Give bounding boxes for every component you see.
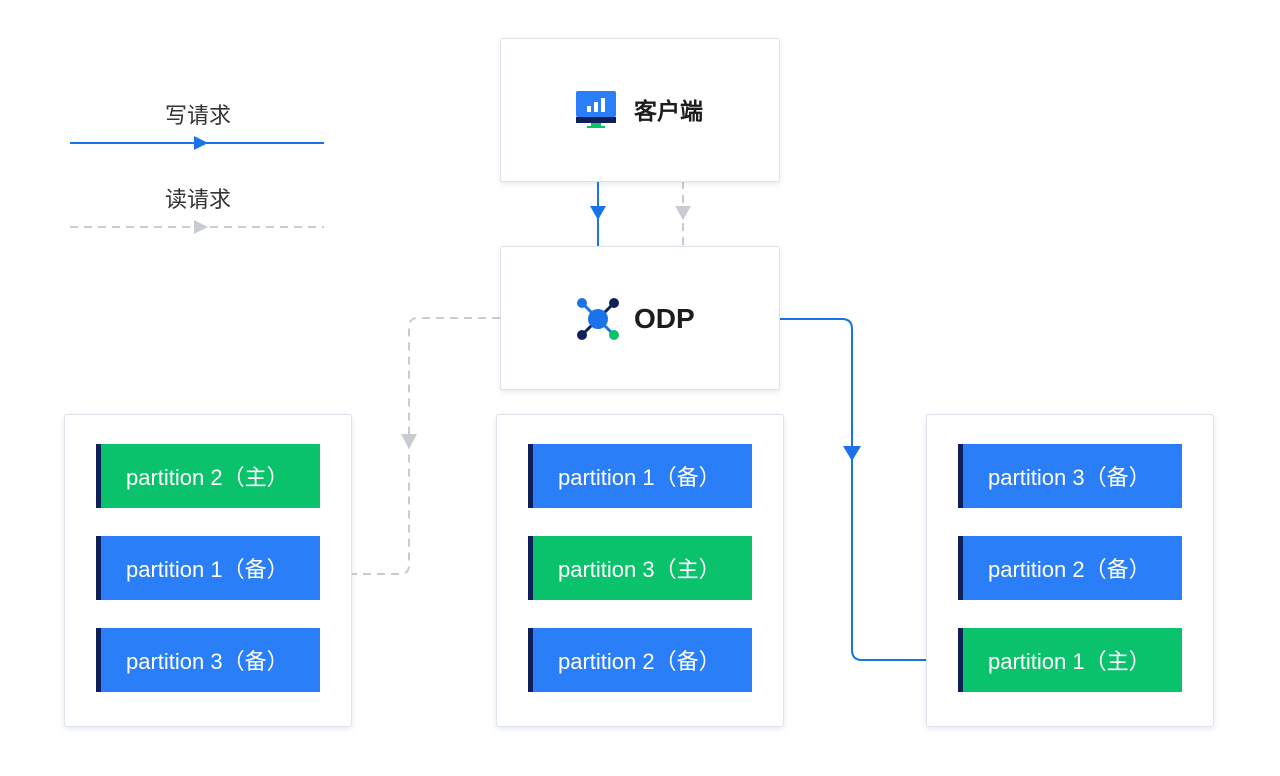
client-label: 客户端: [634, 98, 703, 124]
partition-block[interactable]: partition 2（备）: [528, 628, 752, 692]
partition-label: partition 3（备）: [988, 465, 1151, 490]
legend-write-label: 写请求: [164, 103, 231, 128]
legend-read-arrow: [194, 220, 208, 234]
partition-label: partition 2（备）: [558, 649, 721, 674]
odp-read-path: [326, 317, 500, 575]
odp-read-arrow: [401, 434, 417, 449]
monitor-icon: [576, 91, 616, 128]
odp-label: ODP: [634, 303, 695, 334]
network-hub-icon: [577, 298, 619, 340]
odp-node[interactable]: ODP: [500, 246, 780, 390]
odp-write-arrow: [843, 446, 861, 461]
partition-block[interactable]: partition 1（主）: [958, 628, 1182, 692]
partition-label: partition 3（主）: [558, 557, 721, 582]
odp-write-path: [780, 318, 962, 661]
partition-block[interactable]: partition 2（主）: [96, 444, 320, 508]
partition-block[interactable]: partition 3（备）: [958, 444, 1182, 508]
partition-label: partition 3（备）: [126, 649, 289, 674]
partition-block[interactable]: partition 1（备）: [528, 444, 752, 508]
partition-block[interactable]: partition 2（备）: [958, 536, 1182, 600]
partition-label: partition 1（主）: [988, 649, 1151, 674]
client-odp-read-arrow: [675, 206, 691, 220]
legend-write-arrow: [194, 136, 208, 150]
partition-block[interactable]: partition 3（主）: [528, 536, 752, 600]
client-odp-write-arrow: [590, 206, 606, 220]
legend-read-label: 读请求: [164, 187, 231, 212]
partition-block[interactable]: partition 3（备）: [96, 628, 320, 692]
partition-label: partition 2（备）: [988, 557, 1151, 582]
client-node[interactable]: 客户端: [500, 38, 780, 182]
partition-label: partition 2（主）: [126, 465, 289, 490]
partition-label: partition 1（备）: [126, 557, 289, 582]
partition-block[interactable]: partition 1（备）: [96, 536, 320, 600]
partition-label: partition 1（备）: [558, 465, 721, 490]
